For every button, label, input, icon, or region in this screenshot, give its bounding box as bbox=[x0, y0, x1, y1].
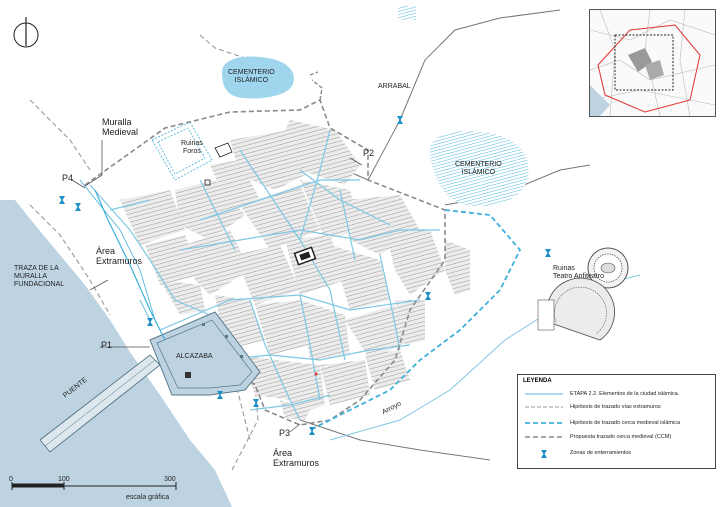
scale-tick-300: 300 bbox=[164, 476, 176, 483]
label-p3: P3 bbox=[279, 428, 291, 438]
islamic-wall bbox=[309, 209, 522, 431]
legend-item-burials: Zonas de enterramientos bbox=[523, 449, 711, 458]
city-blocks bbox=[120, 120, 470, 420]
scale-tick-0: 0 bbox=[9, 476, 13, 483]
north-arrow-icon bbox=[13, 17, 39, 48]
legend-item-islamic-wall: Hipótesis de trazado cerca medieval islá… bbox=[525, 420, 681, 426]
label-p1: P1 bbox=[101, 340, 113, 350]
label-p2: P2 bbox=[363, 148, 375, 158]
legend: LEYENDA ETAPA 2.2. Elementos de la ciuda… bbox=[517, 374, 716, 469]
legend-item-roads: Hipótesis de trazado vías extramuros bbox=[525, 404, 661, 410]
label-alcazaba: ALCAZABA bbox=[176, 353, 213, 360]
ruins-teatro bbox=[537, 247, 629, 341]
label-arrabal: ARRABAL bbox=[378, 83, 411, 90]
medieval-wall bbox=[84, 98, 446, 426]
label-p4: P4 bbox=[62, 173, 74, 183]
streets bbox=[89, 129, 440, 421]
legend-item-medieval-wall: Propuesta trazado cerca medieval (CCM) bbox=[525, 434, 672, 440]
cemetery-top bbox=[222, 56, 294, 99]
alcazaba-block bbox=[149, 311, 261, 396]
scale-bar bbox=[11, 482, 177, 490]
scale-caption: escala gráfica bbox=[126, 494, 170, 501]
cemetery-right bbox=[429, 130, 529, 207]
ruins-foros bbox=[151, 121, 213, 181]
legend-title: LEYENDA bbox=[523, 378, 552, 384]
monument-icon bbox=[293, 246, 317, 266]
legend-item-streets: ETAPA 2.2. Elementos de la ciudad islámi… bbox=[525, 391, 680, 397]
scale-tick-100: 100 bbox=[58, 476, 70, 483]
inset-locator-map bbox=[589, 9, 716, 117]
